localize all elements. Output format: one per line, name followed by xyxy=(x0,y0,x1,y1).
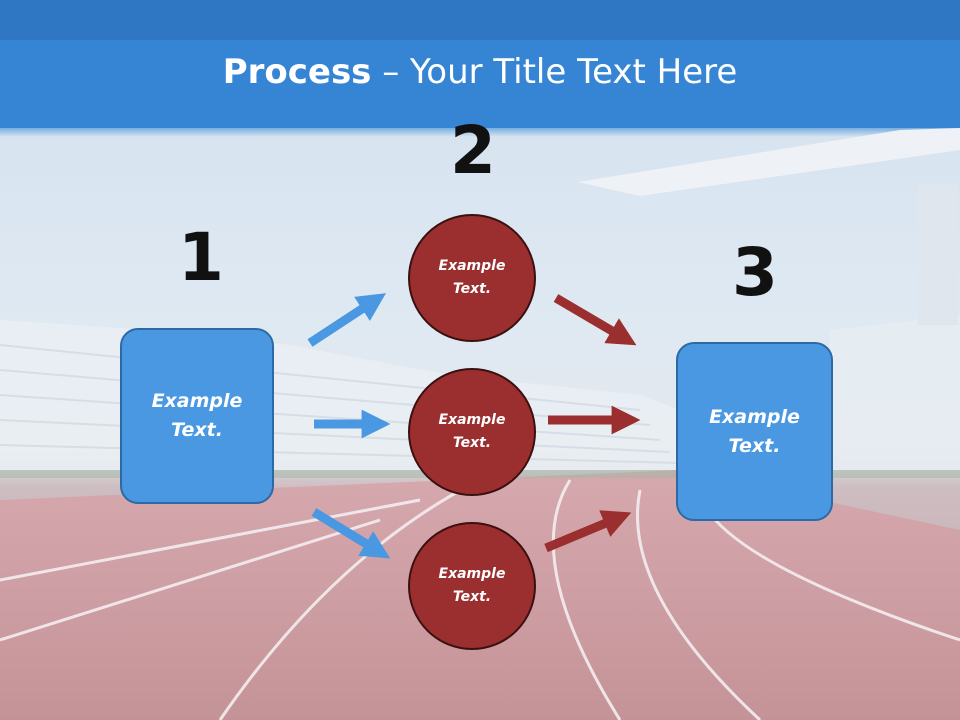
title-rest: – Your Title Text Here xyxy=(371,52,738,92)
step-1-text-line1: Example xyxy=(151,390,243,412)
circle-middle-line2: Text. xyxy=(452,435,492,451)
arrow-blue-down xyxy=(311,508,391,559)
step-number-1: 1 xyxy=(178,219,224,296)
step-number-3: 3 xyxy=(732,234,778,311)
step-3-text-line1: Example xyxy=(709,405,800,428)
circle-bottom-line2: Text. xyxy=(452,589,492,605)
step-3-text-line2: Text. xyxy=(728,434,781,457)
circle-bottom-line1: Example xyxy=(438,566,506,582)
circle-middle-line1: Example xyxy=(438,412,506,428)
circle-top-line2: Text. xyxy=(452,281,492,297)
arrow-red-up xyxy=(544,510,632,553)
step-1-text-line2: Text. xyxy=(171,419,223,441)
slide-title: Process – Your Title Text Here xyxy=(0,52,960,92)
step-number-2: 2 xyxy=(450,112,496,189)
circle-top-line1: Example xyxy=(438,258,506,274)
arrow-red-down xyxy=(553,294,637,346)
title-bold: Process xyxy=(222,52,372,92)
arrow-blue-up xyxy=(307,293,387,347)
